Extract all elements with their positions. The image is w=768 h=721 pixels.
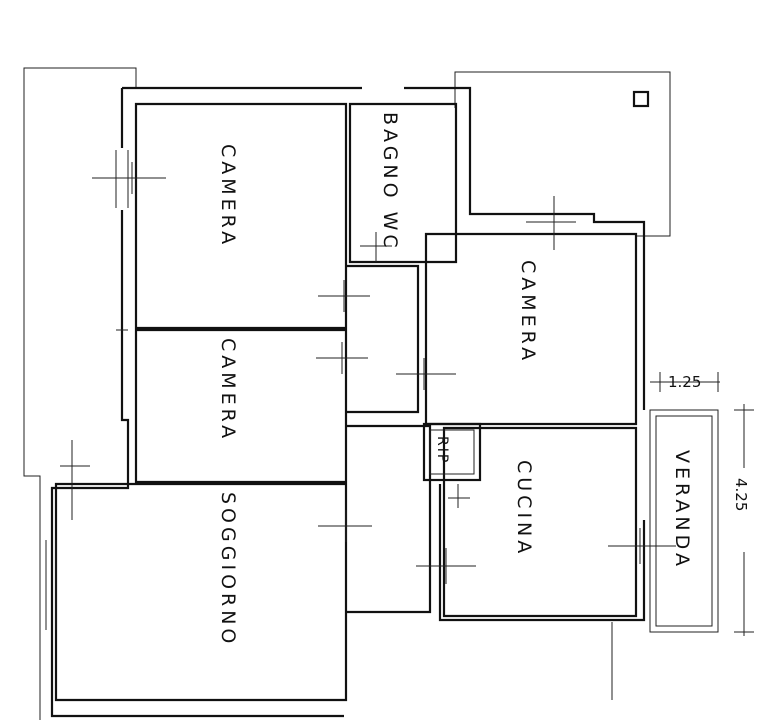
dimension-right: 4.25: [732, 404, 754, 636]
ripostiglio: [422, 422, 482, 482]
dimension-top-label: 1.25: [668, 373, 701, 391]
room-walls: [54, 102, 638, 702]
exterior-wall: [50, 86, 646, 718]
left-balcony-outline: [23, 67, 137, 720]
room-label-veranda: VERANDA: [671, 450, 693, 570]
room-label-camera-3: CAMERA: [517, 260, 539, 364]
room-label-camera-1: CAMERA: [217, 144, 239, 248]
door-marks: [60, 162, 676, 584]
window-marks: [45, 150, 613, 700]
ripostiglio-inner: [429, 429, 475, 475]
veranda-inner: [655, 415, 713, 627]
terrace-marker: [632, 90, 650, 108]
room-label-cucina: CUCINA: [513, 460, 535, 557]
veranda-outline: [649, 409, 719, 633]
dimension-right-label: 4.25: [732, 478, 750, 511]
dimension-top: 1.25: [650, 372, 720, 392]
top-terrace-outline: [454, 71, 671, 237]
room-label-soggiorno: SOGGIORNO: [217, 492, 239, 647]
room-label-bagno: BAGNO WC: [379, 112, 401, 252]
room-label-camera-2: CAMERA: [217, 338, 239, 442]
room-label-rip: RIP: [434, 436, 450, 464]
